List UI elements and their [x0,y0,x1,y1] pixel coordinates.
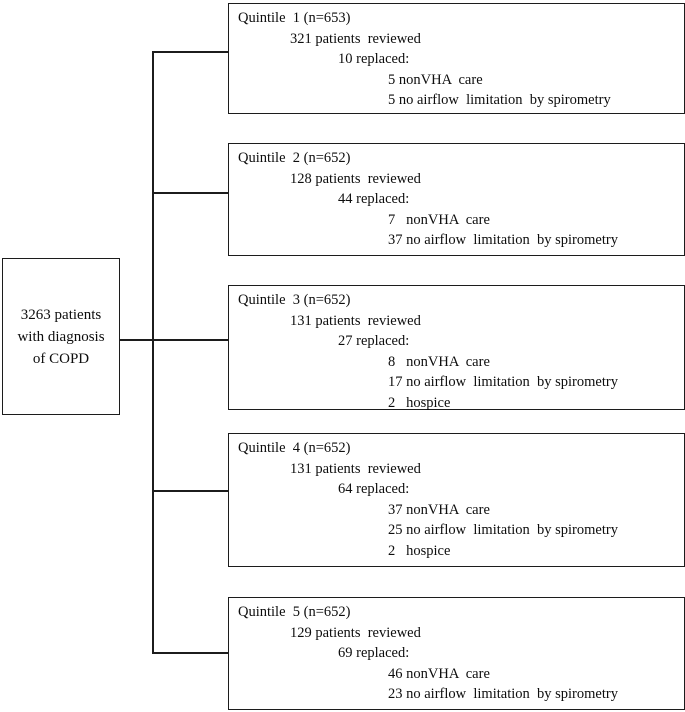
flow-text-line: 129 patients reviewed [290,624,421,641]
flow-text-line: 131 patients reviewed [290,312,421,329]
flow-text-line: 131 patients reviewed [290,460,421,477]
flow-text-line: Quintile 4 (n=652) [238,440,351,456]
connector-branch-q1 [152,51,229,53]
flow-text-line: 46 nonVHA care [388,665,490,682]
flow-text-line: Quintile 1 (n=653) [238,10,351,26]
flow-text-line: 64 replaced: [338,481,410,497]
flow-text-line: 2 hospice [388,542,451,559]
flow-text-line: Quintile 5 (n=652) [238,604,351,620]
connector-branch-q4 [152,490,229,492]
root-node-copd-patients: 3263 patients with diagnosis of COPD [2,258,120,415]
flow-text-line: 69 replaced: [338,645,410,661]
flow-text-line: 37 nonVHA care [388,501,490,518]
connector-branch-q2 [152,192,229,194]
flow-text-line: 25 no airflow limitation by spirometry [388,522,618,538]
flow-text-line: 44 replaced: [338,191,410,207]
node-quintile-5: Quintile 5 (n=652) 129 patients reviewed… [228,597,685,710]
flow-text-line: 10 replaced: [338,51,410,67]
flow-text-line: 2 hospice [388,394,451,411]
flow-text-line: 5 nonVHA care [388,71,483,88]
connector-branch-q5 [152,652,229,654]
node-quintile-2: Quintile 2 (n=652) 128 patients reviewed… [228,143,685,256]
flow-text-line: 5 no airflow limitation by spirometry [388,92,611,108]
flow-text-line: 8 nonVHA care [388,353,490,370]
flow-text-line: 23 no airflow limitation by spirometry [388,686,618,702]
flow-text-line: 321 patients reviewed [290,30,421,47]
connector-trunk [152,51,154,654]
flow-text-line: 27 replaced: [338,333,410,349]
root-node-text-line: of COPD [32,350,90,367]
root-node-text-line: with diagnosis [17,328,105,345]
flow-text-line: 17 no airflow limitation by spirometry [388,374,618,390]
flow-text-line: Quintile 3 (n=652) [238,292,351,308]
flow-text-line: 7 nonVHA care [388,211,490,228]
connector-root-to-trunk [119,339,229,341]
root-node-text-line: 3263 patients [20,306,102,323]
node-quintile-1: Quintile 1 (n=653) 321 patients reviewed… [228,3,685,114]
node-quintile-4: Quintile 4 (n=652) 131 patients reviewed… [228,433,685,567]
node-quintile-3: Quintile 3 (n=652) 131 patients reviewed… [228,285,685,411]
flow-text-line: 128 patients reviewed [290,170,421,187]
flow-text-line: Quintile 2 (n=652) [238,150,351,166]
flow-text-line: 37 no airflow limitation by spirometry [388,232,618,248]
